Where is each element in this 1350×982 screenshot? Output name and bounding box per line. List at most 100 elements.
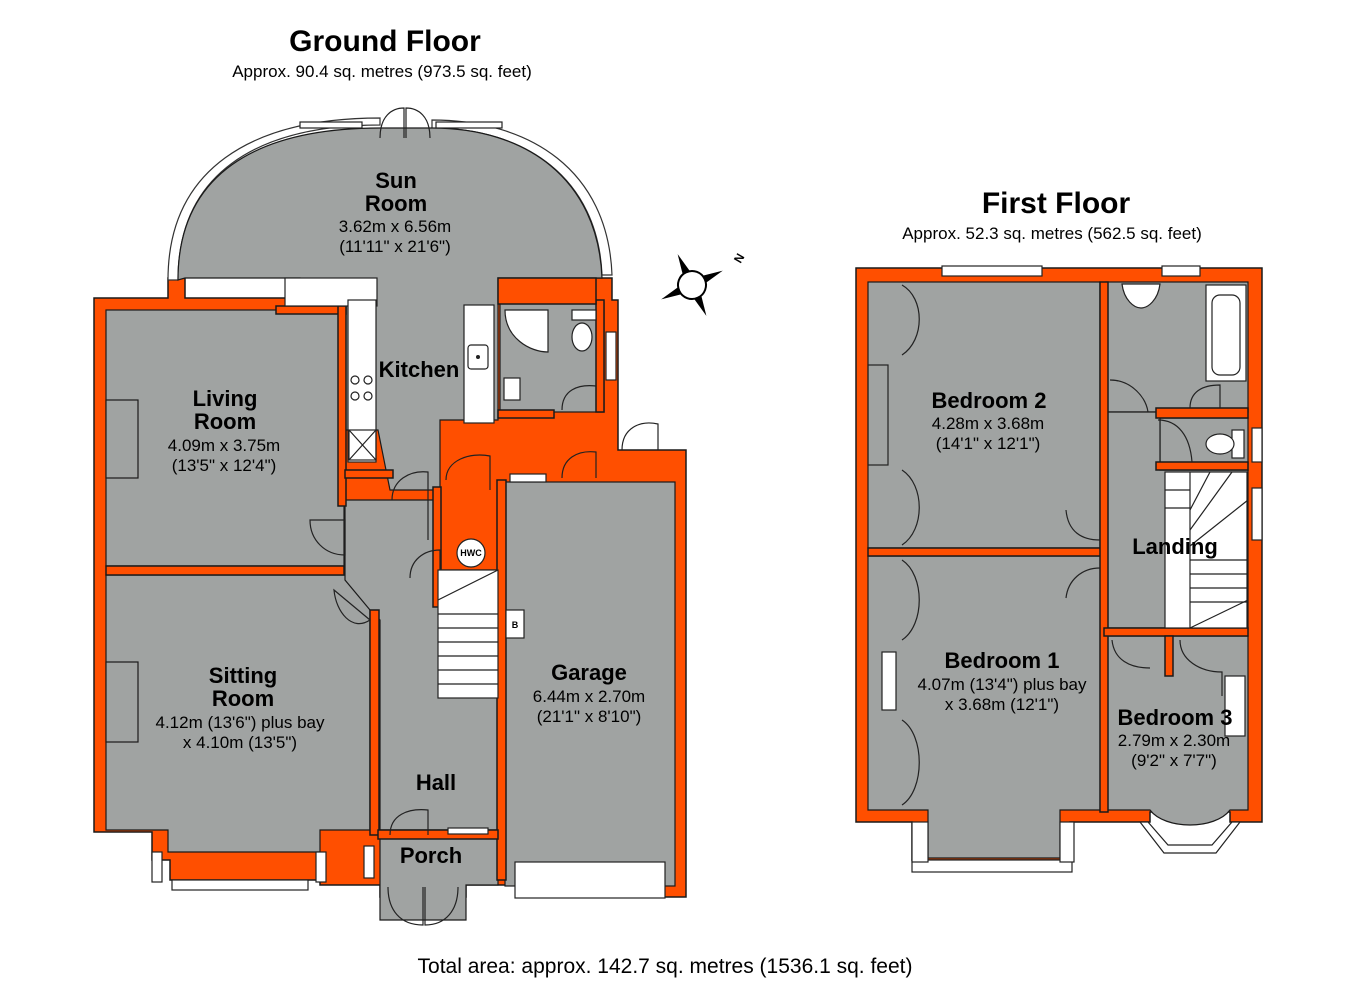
bedroom3-name: Bedroom 3 (1118, 705, 1233, 730)
boiler (505, 609, 525, 639)
door-bed2 (1065, 509, 1101, 541)
window-wc (1251, 427, 1263, 463)
bedroom3-dim-metric: 2.79m x 2.30m (1118, 731, 1230, 750)
door-garage-rear (621, 422, 659, 451)
hob-icon (350, 375, 373, 401)
window-sun-left (299, 121, 363, 129)
window-porch-hall (447, 827, 489, 835)
landing-name: Landing (1132, 534, 1218, 559)
door-sun-room (379, 107, 431, 139)
window-bath (1161, 265, 1201, 277)
window-sun-right (435, 121, 503, 129)
sun-room-dim-metric: 3.62m x 6.56m (339, 217, 451, 236)
bedroom1-dim-2: x 3.68m (12'1") (945, 695, 1059, 714)
total-area: Total area: approx. 142.7 sq. metres (15… (418, 955, 913, 978)
wall-shower-right (595, 299, 605, 413)
sitting-room-dim-1: 4.12m (13'6") plus bay (156, 713, 325, 732)
bathroom-basin-icon (1121, 283, 1161, 309)
bedroom2-name: Bedroom 2 (932, 388, 1047, 413)
living-room-name-2: Room (194, 409, 256, 434)
wc-toilet-icon (1205, 429, 1245, 459)
chimney-breast-living (105, 399, 139, 479)
door-airing (1189, 384, 1221, 409)
bedroom2-dim-imperial: (14'1" x 12'1") (936, 434, 1041, 453)
hot-water-cylinder (456, 538, 486, 568)
porch-name: Porch (400, 843, 462, 868)
door-hwc (409, 549, 441, 579)
door-wc (1157, 419, 1193, 463)
window-sitting-right (315, 851, 327, 883)
wall-living-sitting (105, 565, 345, 576)
garage-floor (504, 481, 676, 887)
door-bed1-wardrobe-bottom (901, 719, 920, 806)
bedroom1-dim-1: 4.07m (13'4") plus bay (918, 675, 1087, 694)
door-bed2-wardrobe-bottom (901, 469, 920, 546)
living-room-dim-metric: 4.09m x 3.75m (168, 436, 280, 455)
sitting-room-dim-2: x 4.10m (13'5") (183, 733, 297, 752)
cooker-icon (348, 429, 377, 461)
door-bed2-wardrobe-top (901, 284, 920, 356)
door-bed3 (1111, 639, 1151, 669)
door-porch-inner (389, 809, 429, 836)
sun-room-dim-imperial: (11'11" x 21'6") (339, 237, 451, 256)
wall-cupboard (432, 486, 442, 608)
door-hall-cupboard (391, 471, 429, 540)
kitchen-name: Kitchen (379, 357, 460, 382)
washbasin-icon (503, 377, 521, 401)
window-sitting-left (151, 851, 163, 883)
wall-shower-bottom (497, 409, 555, 419)
wall-bed3-cupboard (1164, 635, 1174, 677)
toilet-icon (571, 309, 597, 352)
garage-name: Garage (551, 660, 627, 685)
door-kitchen (445, 454, 491, 490)
window-porch-left (363, 845, 375, 879)
garage-door (514, 861, 666, 899)
ground-floor-area: Approx. 90.4 sq. metres (973.5 sq. feet) (232, 62, 532, 81)
first-floor-title: First Floor (982, 187, 1131, 220)
window-bed1-left (911, 821, 929, 863)
window-shower (605, 331, 617, 381)
sun-room-name-1: Sun (375, 168, 417, 193)
window-bed1-bay (911, 859, 1073, 873)
door-living-room (309, 519, 346, 556)
wall-bed-landing (1099, 281, 1109, 813)
door-garage-hall (561, 451, 597, 479)
door-bed1-wardrobe-top (901, 559, 920, 641)
bedroom2-floor (867, 281, 1101, 549)
chimney-breast-sitting (105, 661, 139, 743)
door-porch-front (387, 886, 459, 926)
door-shower-room (561, 385, 597, 411)
stairs-first (1164, 471, 1249, 629)
wall-landing-bed3 (1103, 627, 1249, 637)
garage-dim-metric: 6.44m x 2.70m (533, 687, 645, 706)
window-bed1-right (1059, 821, 1075, 863)
first-floor-area: Approx. 52.3 sq. metres (562.5 sq. feet) (902, 224, 1202, 243)
wall-porch-top (377, 829, 499, 840)
window-bed2 (941, 265, 1043, 277)
wall-hall-cup (344, 469, 394, 479)
window-landing (1251, 487, 1263, 541)
hall-name: Hall (416, 770, 456, 795)
hwc-label: HWC (460, 548, 482, 558)
window-garage-rear (509, 473, 547, 483)
bedroom2-dim-metric: 4.28m x 3.68m (932, 414, 1044, 433)
door-bath (1109, 379, 1149, 413)
living-room-name-1: Living (193, 386, 258, 411)
compass-north-label: N (731, 251, 747, 266)
shower-tray-icon (504, 309, 549, 353)
bedroom3-floor (1105, 635, 1249, 826)
sitting-room-name-2: Room (212, 686, 274, 711)
window-bed3-bay (1138, 821, 1242, 854)
door-bed3-cupboard (1179, 639, 1223, 696)
bathtub-icon (1205, 284, 1247, 382)
wall-bed2-bed1 (867, 547, 1105, 557)
ground-floor-title: Ground Floor (289, 25, 481, 58)
compass (661, 254, 723, 316)
boiler-label: B (512, 620, 519, 630)
wall-bath-wc (1155, 407, 1249, 419)
ground-floor-plan: HWC B (93, 107, 687, 926)
wall-hall-left (369, 609, 380, 836)
wardrobe-bed2 (867, 364, 889, 466)
garage-dim-imperial: (21'1" x 8'10") (537, 707, 642, 726)
